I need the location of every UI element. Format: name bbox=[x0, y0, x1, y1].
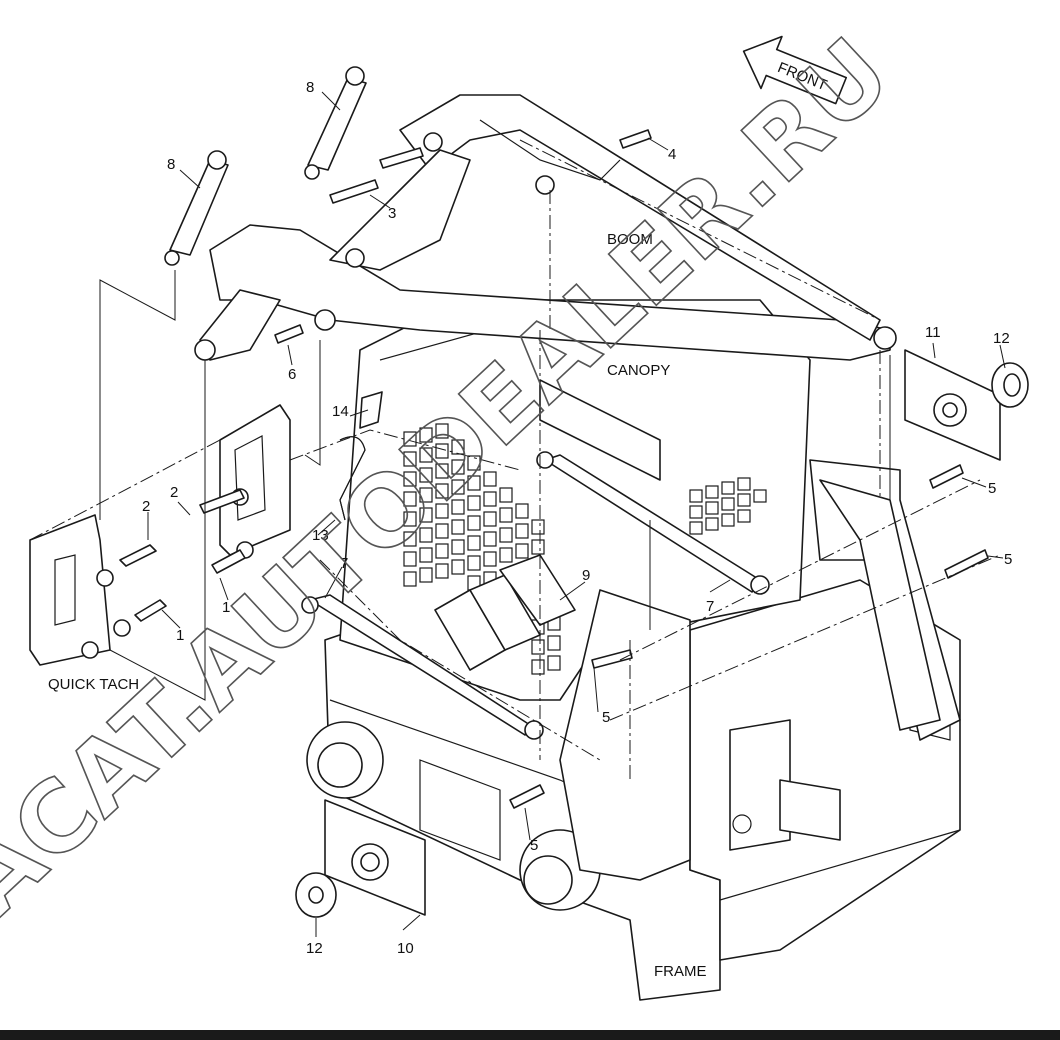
bottom-border bbox=[0, 1030, 1060, 1040]
callout-14: 14 bbox=[332, 403, 349, 420]
callout-3: 3 bbox=[388, 205, 396, 222]
boom-assembly bbox=[194, 94, 897, 481]
callout-11: 11 bbox=[925, 324, 941, 341]
alignment-lines bbox=[29, 139, 1001, 780]
front-arrow: FRONT bbox=[742, 35, 848, 105]
callout-8: 8 bbox=[167, 156, 175, 173]
callout-4: 4 bbox=[668, 146, 676, 163]
callout-13: 13 bbox=[312, 527, 329, 544]
callout-5: 5 bbox=[988, 480, 996, 497]
callout-7: 7 bbox=[706, 598, 714, 615]
callout-7: 7 bbox=[340, 555, 348, 572]
quick-tach-label: QUICK TACH bbox=[48, 676, 139, 693]
boom-label: BOOM bbox=[607, 231, 653, 248]
callout-2: 2 bbox=[142, 498, 150, 515]
explosion-lines bbox=[99, 270, 891, 701]
callout-10: 10 bbox=[397, 940, 414, 957]
quick-tach-assembly bbox=[29, 404, 291, 666]
callout-5: 5 bbox=[602, 709, 610, 726]
callout-leaders bbox=[147, 91, 1006, 937]
pin-items bbox=[119, 129, 989, 809]
callout-9: 9 bbox=[582, 567, 590, 584]
callout-1: 1 bbox=[176, 627, 184, 644]
callout-8: 8 bbox=[306, 79, 314, 96]
callout-6: 6 bbox=[288, 366, 296, 383]
callout-12: 12 bbox=[993, 330, 1010, 347]
side-plates-and-hubs bbox=[295, 349, 1029, 918]
canopy-label: CANOPY bbox=[607, 362, 670, 379]
callout-5: 5 bbox=[1004, 551, 1012, 568]
callout-12: 12 bbox=[306, 940, 323, 957]
hose-and-bracket bbox=[339, 391, 383, 521]
callout-5: 5 bbox=[530, 837, 538, 854]
frame-label: FRAME bbox=[654, 963, 707, 980]
callout-2: 2 bbox=[170, 484, 178, 501]
tilt-cylinders bbox=[301, 451, 770, 740]
lift-cylinders bbox=[164, 66, 367, 266]
callout-1: 1 bbox=[222, 599, 230, 616]
